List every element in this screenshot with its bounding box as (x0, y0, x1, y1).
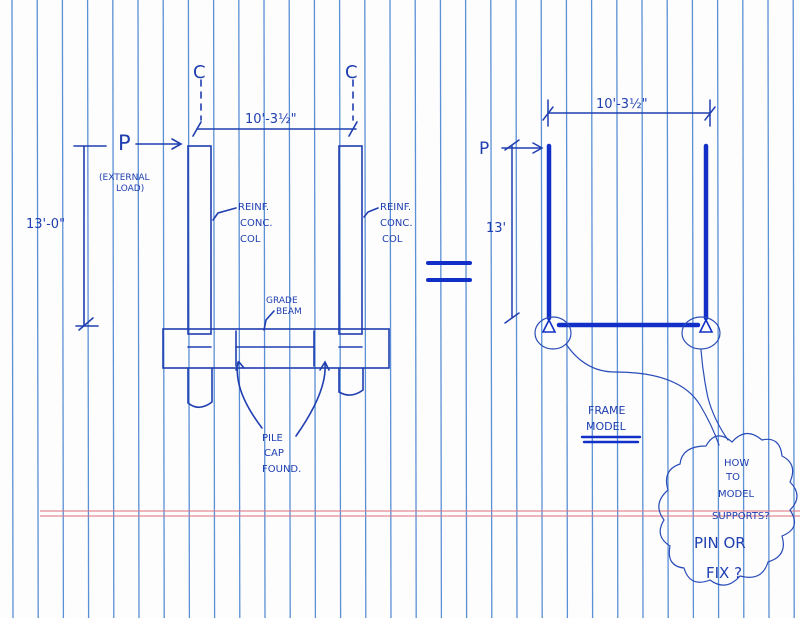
left-support-icon (541, 318, 557, 333)
right-sketch-labels: P 10'-3½" 13' FRAME MODEL HOW TO MODEL S… (479, 97, 770, 582)
right-col-label-1: REINF. (380, 202, 411, 213)
left-sketch (73, 79, 390, 437)
pile-cap-label-1: PILE (262, 433, 283, 444)
equals-sign (426, 261, 472, 282)
callout-line3: MODEL (718, 489, 755, 500)
equals-sign-text: = (0, 0, 1, 1)
rule-line (364, 0, 367, 618)
callout-leader-left (565, 343, 720, 446)
left-col-label-3: COL (240, 234, 261, 245)
rule-line (691, 0, 695, 618)
left-col-leader (212, 207, 237, 221)
rule-line (162, 0, 165, 618)
rule-line (742, 0, 745, 618)
rule-line (490, 0, 493, 618)
right-support-icon (698, 318, 714, 333)
callout-leader-right (700, 349, 729, 441)
margin-lines (40, 510, 800, 517)
frame-load-label: P (479, 139, 489, 159)
rule-line (590, 0, 594, 618)
left-col-label-2: CONC. (240, 218, 273, 229)
left-sketch-labels: C C P (EXTERNAL LOAD) 10'-3½" 13'-0" REI… (26, 62, 413, 475)
rule-line (288, 0, 291, 618)
centerline-right-label: C (345, 62, 358, 83)
callout-cloud (658, 432, 798, 586)
pile-cap-leader-right (295, 363, 326, 437)
callout-line1: HOW (724, 458, 749, 469)
rule-line (389, 0, 392, 618)
right-col-label-3: COL (382, 234, 403, 245)
rule-line (464, 0, 468, 618)
rule-line (515, 0, 518, 618)
rule-line (313, 0, 317, 618)
callout-line5: PIN OR (694, 534, 746, 552)
right-support-circle (681, 316, 721, 350)
pile-cap-label-3: FOUND. (262, 464, 301, 475)
pile-cap-label-2: CAP (264, 448, 284, 459)
rule-line (439, 0, 443, 618)
right-col-label-2: CONC. (380, 218, 413, 229)
frame-label-1: FRAME (588, 404, 626, 417)
right-sketch (501, 99, 798, 586)
left-height-dimension: 13'-0" (26, 217, 65, 232)
grade-beam-leader (263, 310, 275, 331)
rule-line (36, 0, 39, 618)
right-column (338, 145, 363, 335)
grade-beam-label-1: GRADE (266, 296, 298, 306)
rule-line (187, 0, 191, 618)
frame-label-2: MODEL (586, 420, 627, 433)
load-note-line1: (EXTERNAL (99, 173, 150, 183)
right-col-leader (363, 207, 379, 218)
rule-line (11, 0, 14, 618)
frame-span-dimension: 10'-3½" (596, 97, 648, 112)
rule-line (112, 0, 115, 618)
left-column (187, 145, 212, 335)
rule-line (263, 0, 266, 618)
callout-line4: SUPPORTS? (712, 511, 770, 522)
rule-line (565, 0, 569, 618)
rule-line (137, 0, 140, 618)
rule-line (414, 0, 417, 618)
load-label: P (118, 131, 131, 155)
rule-line (338, 0, 342, 618)
rule-line (86, 0, 90, 618)
rule-line (792, 0, 795, 618)
frame-height-dimension: 13' (486, 221, 506, 236)
rule-line (616, 0, 619, 618)
pile-cap-leader-left (236, 361, 263, 429)
rule-line (666, 0, 669, 618)
grade-beam-label-2: BEAM (276, 307, 302, 317)
callout-line2: TO (725, 472, 740, 483)
rule-line (212, 0, 216, 618)
rule-line (238, 0, 241, 618)
left-support-circle (534, 316, 572, 350)
rule-line (641, 0, 644, 618)
right-pile (338, 367, 364, 396)
ruled-lines (11, 0, 795, 618)
rule-line (540, 0, 543, 618)
centerline-left-label: C (193, 62, 206, 83)
left-pile (187, 367, 213, 409)
rule-line (61, 0, 65, 618)
left-col-label-1: REINF. (238, 202, 269, 213)
left-span-dimension: 10'-3½" (245, 112, 297, 127)
rule-line (716, 0, 720, 618)
grade-beam (162, 328, 390, 369)
callout-line6: FIX ? (706, 564, 742, 582)
rule-line (767, 0, 770, 618)
load-note-line2: LOAD) (116, 184, 144, 194)
